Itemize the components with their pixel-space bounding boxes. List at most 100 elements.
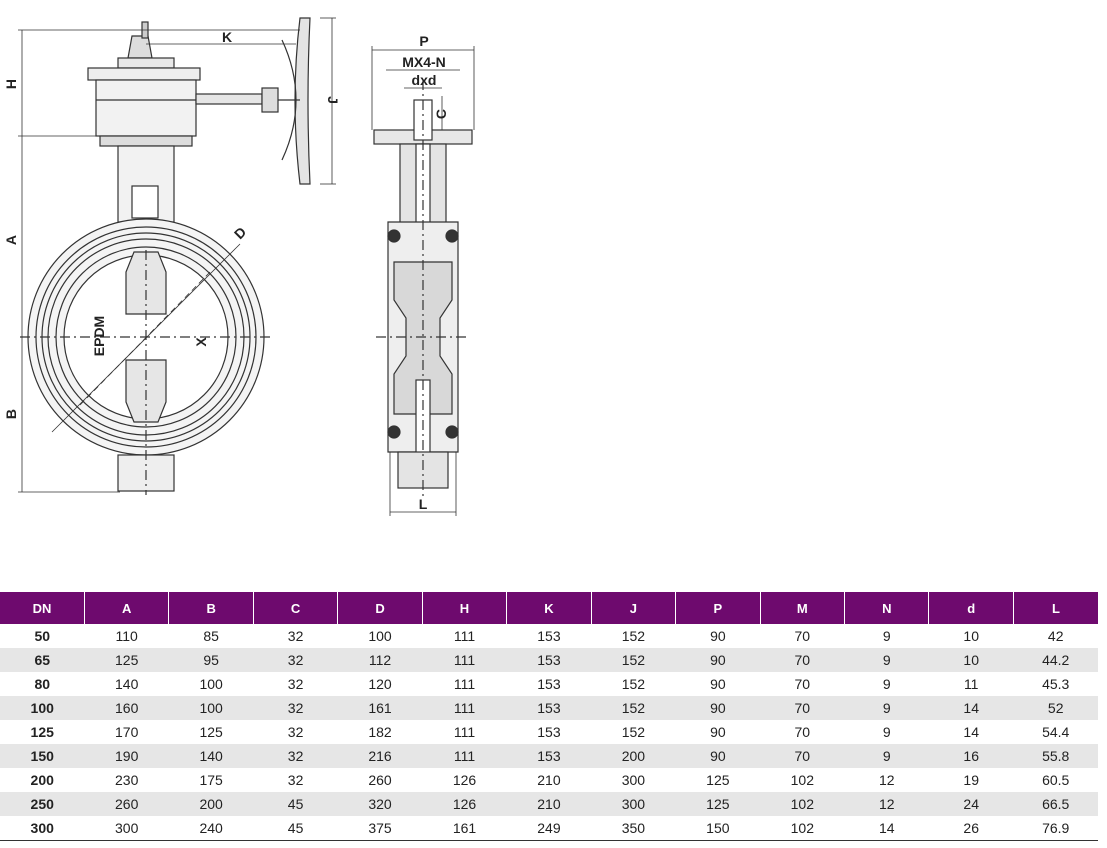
table-cell: 9 [844, 744, 929, 768]
dim-label-C: C [433, 109, 449, 119]
table-cell: 260 [368, 772, 392, 788]
table-cell: 52 [1013, 696, 1098, 720]
table-cell: 12 [844, 792, 929, 816]
table-cell: 9 [882, 724, 891, 740]
table-cell: 350 [591, 816, 676, 841]
table-cell: 70 [760, 648, 845, 672]
table-cell: 140 [168, 744, 254, 768]
table-cell: 375 [337, 816, 423, 841]
table-cell: 126 [452, 772, 477, 788]
column-header-h: H [422, 592, 508, 624]
table-cell: 70 [794, 628, 811, 644]
table-cell: 249 [506, 816, 592, 841]
table-cell: 90 [710, 676, 726, 692]
valve-side-section [373, 80, 473, 500]
table-cell: 9 [882, 676, 891, 692]
table-cell: 111 [422, 648, 507, 672]
table-cell: 161 [422, 816, 507, 841]
table-cell: 70 [794, 724, 811, 740]
table-cell: 9 [844, 696, 929, 720]
table-cell: 210 [506, 792, 592, 816]
table-cell: 152 [621, 628, 646, 644]
column-header-j: J [591, 592, 677, 624]
column-header-d: d [928, 592, 1014, 624]
table-cell: 153 [537, 676, 561, 692]
table-cell: 80 [34, 676, 51, 692]
table-cell: 44.2 [1013, 648, 1098, 672]
column-header-b: B [168, 592, 254, 624]
dim-label-L: L [419, 496, 428, 512]
table-cell: 175 [199, 772, 223, 788]
table-cell: 112 [337, 648, 423, 672]
column-header-dn: DN [0, 592, 85, 624]
table-cell: 140 [115, 676, 139, 692]
front-dimension-lines [18, 17, 336, 493]
valve-technical-drawing: K H J A B D X EPDM P MX4-N dxd C L [3, 17, 475, 516]
column-header-c: C [253, 592, 339, 624]
table-cell: 32 [287, 772, 304, 788]
column-header-n: N [844, 592, 930, 624]
table-cell: 60.5 [1042, 772, 1070, 788]
table-cell: 182 [368, 724, 392, 740]
table-cell: 153 [506, 648, 592, 672]
dim-label-B: B [3, 409, 19, 419]
dim-label-A: A [3, 235, 19, 245]
table-cell: 14 [963, 724, 979, 740]
column-header-m: M [760, 592, 846, 624]
table-cell: 200 [168, 792, 254, 816]
table-cell: 111 [422, 696, 507, 720]
table-cell: 150 [675, 816, 761, 841]
table-cell: 100 [168, 696, 254, 720]
table-cell: 45 [253, 792, 338, 816]
table-cell: 161 [337, 696, 423, 720]
table-cell: 150 [0, 744, 85, 768]
table-cell: 26 [928, 816, 1014, 841]
table-cell: 170 [115, 724, 139, 740]
table-cell: 125 [199, 724, 223, 740]
table-cell: 16 [928, 744, 1014, 768]
dim-label-P: P [419, 33, 428, 49]
table-cell: 111 [453, 676, 476, 692]
table-cell: 32 [253, 744, 338, 768]
table-cell: 240 [168, 816, 254, 841]
column-header-d: D [337, 592, 423, 624]
table-cell: 45.3 [1042, 676, 1070, 692]
table-cell: 24 [928, 792, 1014, 816]
table-cell: 12 [878, 772, 895, 788]
table-cell: 210 [537, 772, 561, 788]
dim-label-X: X [193, 337, 209, 347]
dim-label-dxd: dxd [412, 72, 437, 88]
table-cell: 90 [675, 648, 761, 672]
table-cell: 54.4 [1042, 724, 1070, 740]
table-cell: 125 [84, 648, 169, 672]
table-cell: 32 [287, 724, 304, 740]
table-cell: 102 [760, 816, 845, 841]
table-cell: 300 [591, 792, 676, 816]
column-header-l: L [1013, 592, 1098, 624]
table-cell: 125 [30, 724, 54, 740]
table-cell: 42 [1047, 628, 1064, 644]
table-cell: 111 [453, 724, 476, 740]
table-cell: 90 [675, 696, 761, 720]
table-cell: 32 [253, 648, 338, 672]
table-cell: 250 [0, 792, 85, 816]
table-cell: 260 [84, 792, 169, 816]
table-cell: 111 [422, 744, 507, 768]
table-cell: 153 [537, 724, 561, 740]
table-cell: 32 [287, 676, 304, 692]
table-cell: 120 [368, 676, 392, 692]
table-cell: 320 [337, 792, 423, 816]
table-cell: 152 [621, 676, 646, 692]
valve-body-front-view [20, 218, 270, 495]
table-cell: 100 [199, 676, 223, 692]
table-cell: 153 [506, 744, 592, 768]
gearbox-front-view [87, 17, 311, 223]
table-cell: 300 [84, 816, 169, 841]
table-cell: 45 [253, 816, 338, 841]
table-cell: 152 [591, 696, 676, 720]
material-label-EPDM: EPDM [91, 316, 107, 356]
table-cell: 50 [34, 628, 51, 644]
